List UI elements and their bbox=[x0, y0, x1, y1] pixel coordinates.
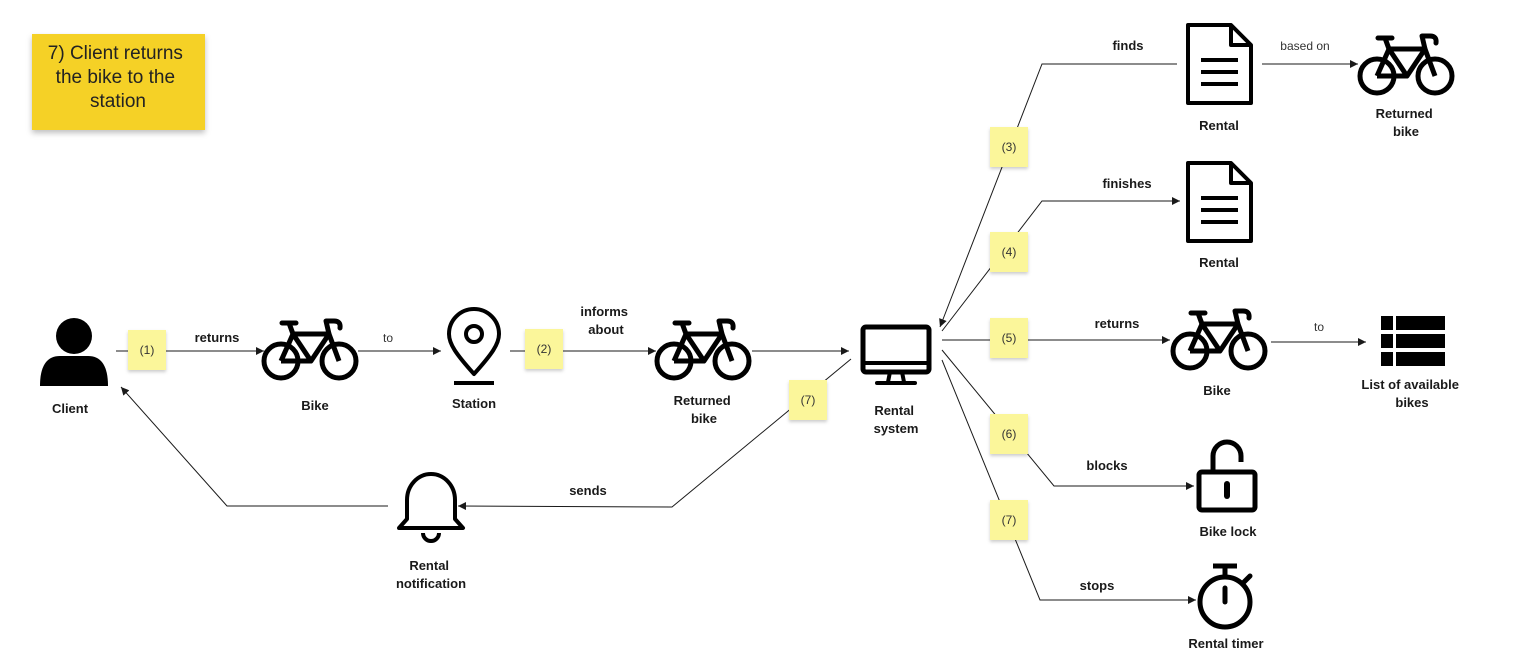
edge-label-to: to bbox=[383, 331, 393, 345]
node-label-returned-bike: Returned bike bbox=[674, 393, 735, 426]
step-note-text: (7) bbox=[1002, 513, 1017, 527]
edge-label-returns-2: returns bbox=[1095, 316, 1140, 331]
step-note[interactable]: (7) bbox=[789, 380, 827, 420]
bicycle-icon[interactable] bbox=[657, 321, 749, 378]
map-pin-icon[interactable] bbox=[447, 307, 501, 385]
node-labels: Client Bike Station Returned bike Rental… bbox=[52, 106, 1462, 651]
step-note-text: (6) bbox=[1002, 427, 1017, 441]
node-label-rental-finished: Rental bbox=[1199, 255, 1239, 270]
step-note-text: (7) bbox=[801, 393, 816, 407]
step-note-text: (2) bbox=[537, 342, 552, 356]
node-label-bike-2: Bike bbox=[1203, 383, 1230, 398]
title-sticky-note[interactable]: 7) Client returns the bike to the statio… bbox=[32, 34, 205, 130]
step-note[interactable]: (6) bbox=[990, 414, 1028, 454]
edge-label-to-2: to bbox=[1314, 320, 1324, 334]
step-notes: (1) (2) (3) (4) (5) (6) (7) (7) bbox=[128, 127, 1028, 540]
step-note-text: (5) bbox=[1002, 331, 1017, 345]
title-note-text: 7) Client returns the bike to the statio… bbox=[48, 43, 188, 112]
edge-label-informs-about: informs about bbox=[580, 304, 631, 337]
node-label-rental-found: Rental bbox=[1199, 118, 1239, 133]
bell-icon[interactable] bbox=[397, 472, 465, 543]
node-label-rental-system: Rental system bbox=[874, 403, 919, 436]
step-note[interactable]: (3) bbox=[990, 127, 1028, 167]
edge-rental-finds-system bbox=[939, 63, 1177, 328]
document-icon[interactable] bbox=[1186, 23, 1253, 105]
step-note-text: (4) bbox=[1002, 245, 1017, 259]
edge-label-finishes: finishes bbox=[1102, 176, 1151, 191]
step-note-text: (1) bbox=[140, 343, 155, 357]
list-icon[interactable] bbox=[1381, 316, 1445, 366]
edge-notification-to-client bbox=[120, 386, 388, 507]
node-label-rental-timer: Rental timer bbox=[1188, 636, 1263, 651]
edge-label-blocks: blocks bbox=[1086, 458, 1127, 473]
document-icon[interactable] bbox=[1186, 161, 1253, 243]
node-label-bike: Bike bbox=[301, 398, 328, 413]
person-icon[interactable] bbox=[40, 318, 108, 386]
node-label-station: Station bbox=[452, 396, 496, 411]
step-note[interactable]: (2) bbox=[525, 329, 563, 369]
bicycle-icon[interactable] bbox=[1360, 36, 1452, 93]
edges bbox=[116, 60, 1366, 604]
node-label-client: Client bbox=[52, 401, 89, 416]
edge-label-sends: sends bbox=[569, 483, 607, 498]
node-label-rental-notification: Rental notification bbox=[396, 558, 466, 591]
bicycle-icon[interactable] bbox=[264, 321, 356, 378]
monitor-icon[interactable] bbox=[860, 324, 932, 385]
edge-system-blocks-lock bbox=[941, 349, 1194, 490]
edge-system-finishes-rental bbox=[941, 197, 1180, 332]
node-label-bike-lock: Bike lock bbox=[1199, 524, 1257, 539]
edge-label-finds: finds bbox=[1112, 38, 1143, 53]
step-note-text: (3) bbox=[1002, 140, 1017, 154]
node-label-available-bikes: List of available bikes bbox=[1361, 377, 1462, 410]
bicycle-icon[interactable] bbox=[1173, 311, 1265, 368]
edge-label-returns: returns bbox=[195, 330, 240, 345]
stopwatch-icon[interactable] bbox=[1197, 563, 1253, 630]
edge-system-stops-timer bbox=[941, 359, 1196, 604]
node-label-returned-bike-2: Returned bike bbox=[1376, 106, 1437, 139]
edge-label-stops: stops bbox=[1080, 578, 1115, 593]
step-note[interactable]: (7) bbox=[990, 500, 1028, 540]
step-note[interactable]: (5) bbox=[990, 318, 1028, 358]
step-note[interactable]: (4) bbox=[990, 232, 1028, 272]
unlocked-padlock-icon[interactable] bbox=[1196, 439, 1258, 513]
step-note[interactable]: (1) bbox=[128, 330, 166, 370]
edge-label-based-on: based on bbox=[1280, 39, 1329, 53]
edge-labels: returns to informs about sends finds bas… bbox=[195, 38, 1330, 593]
